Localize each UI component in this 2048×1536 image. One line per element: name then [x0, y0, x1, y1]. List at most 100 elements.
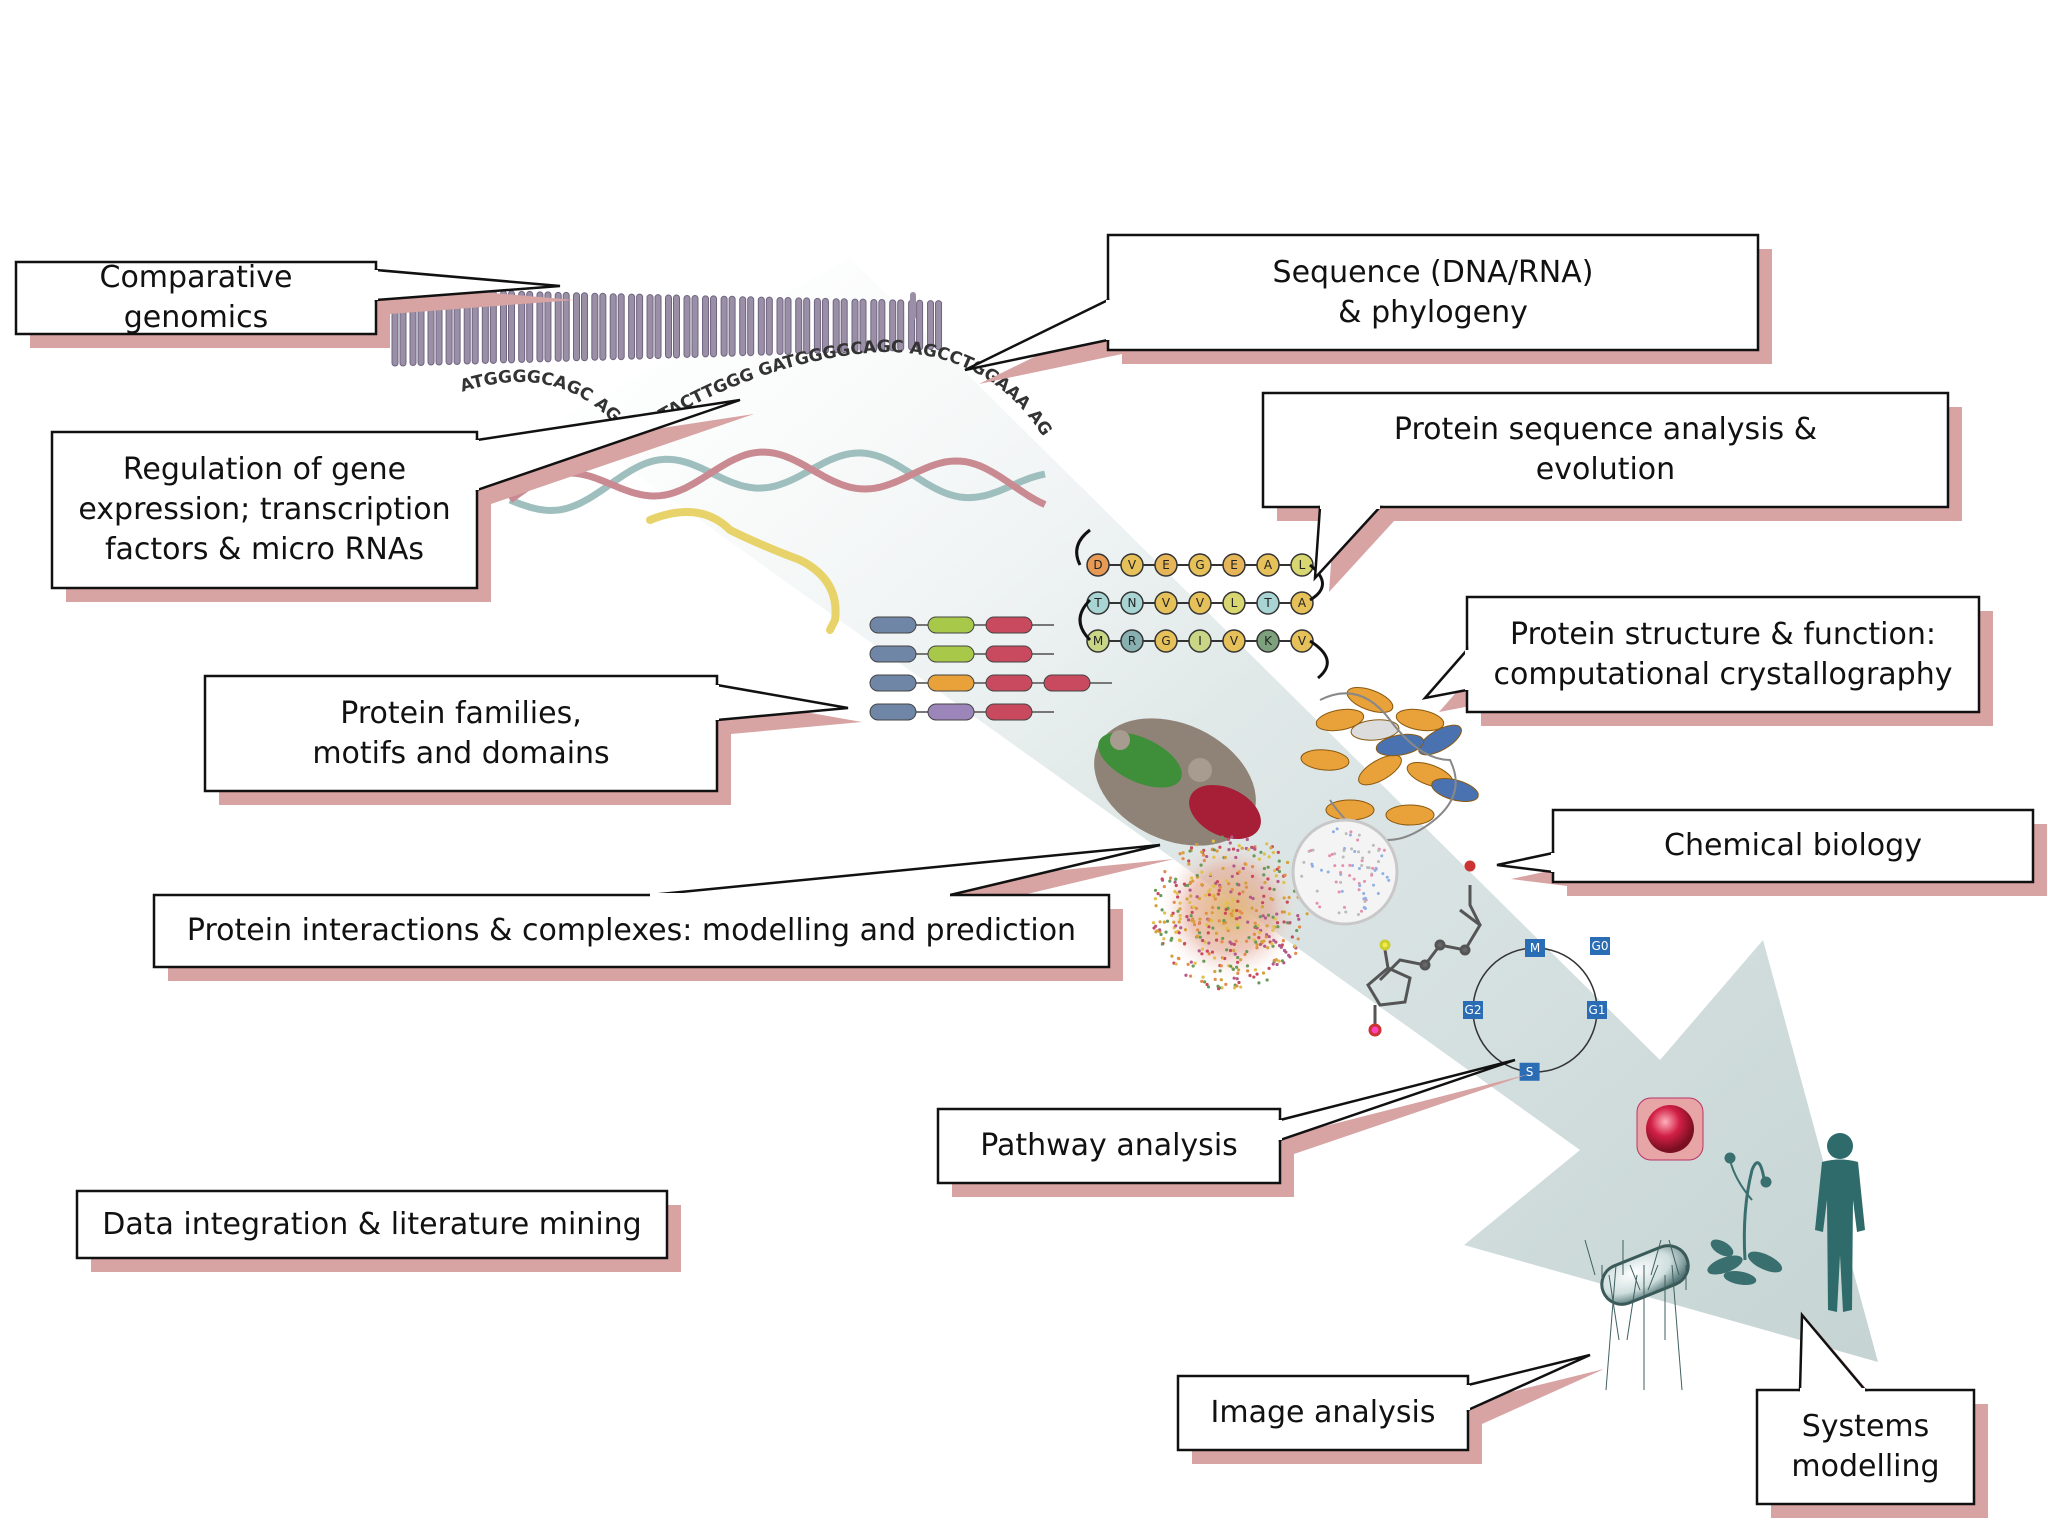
- svg-text:T: T: [1263, 596, 1272, 610]
- network-node: [1263, 916, 1268, 920]
- network-node: [1252, 932, 1257, 936]
- lattice-point: [1356, 838, 1360, 842]
- amino-acid-residue: T: [1256, 591, 1280, 615]
- network-node: [1217, 888, 1221, 893]
- dna-sequence-left: ATGGGGCAGC AGCCTGGAA: [0, 0, 633, 436]
- chromosome-bar: [628, 293, 636, 360]
- chromosome-bar: [851, 298, 859, 353]
- network-node: [1225, 948, 1229, 952]
- network-node: [1197, 949, 1201, 953]
- lattice-point: [1351, 863, 1355, 867]
- network-node: [1205, 982, 1209, 987]
- network-node: [1266, 913, 1271, 917]
- network-node: [1238, 915, 1242, 920]
- network-node: [1235, 923, 1239, 927]
- network-node: [1261, 971, 1266, 975]
- network-node: [1271, 915, 1275, 919]
- callout-data-integration: [75, 1189, 681, 1272]
- lattice-point: [1356, 912, 1360, 916]
- domain-segment: [1043, 674, 1091, 692]
- network-node: [1183, 928, 1188, 932]
- network-node: [1245, 964, 1250, 968]
- network-node: [1235, 908, 1239, 913]
- amino-acid-residue: N: [1120, 591, 1144, 615]
- label-chemical-biology: Chemical biology: [1553, 810, 2033, 882]
- chromosome-bar: [910, 292, 916, 320]
- network-node: [1253, 968, 1258, 972]
- network-node: [1244, 881, 1248, 885]
- network-node: [1182, 941, 1187, 946]
- lattice-point: [1357, 850, 1361, 854]
- network-node: [1160, 877, 1164, 881]
- amino-acid-residue: A: [1290, 591, 1314, 615]
- callout-protein-sequence: [1261, 391, 1962, 592]
- protein-ribbon-structure: [1300, 687, 1479, 841]
- callout-systems-modelling: [1755, 1311, 1988, 1518]
- network-node: [1226, 837, 1230, 841]
- network-node: [1153, 897, 1158, 901]
- network-node: [1154, 904, 1158, 908]
- chromosome-bar: [691, 294, 699, 358]
- svg-text:K: K: [1264, 634, 1273, 648]
- network-node: [1203, 940, 1207, 944]
- network-node: [1253, 921, 1257, 925]
- network-node: [1176, 909, 1180, 913]
- svg-text:I: I: [1198, 634, 1202, 648]
- amino-acid-residue: V: [1290, 629, 1314, 653]
- network-node: [1197, 896, 1202, 901]
- network-node: [1173, 890, 1177, 894]
- network-node: [1216, 987, 1221, 991]
- network-node: [1236, 968, 1241, 972]
- network-node: [1254, 908, 1258, 913]
- chromosome-bar: [573, 292, 580, 362]
- network-node: [1234, 939, 1238, 943]
- callout-chemical-biology: [1496, 808, 2047, 896]
- network-node: [1220, 835, 1224, 839]
- network-node: [1178, 939, 1182, 943]
- network-node: [1254, 940, 1258, 944]
- network-node: [1257, 935, 1261, 940]
- network-node: [1225, 901, 1229, 905]
- network-node: [1241, 866, 1245, 871]
- network-node: [1245, 939, 1249, 943]
- network-node: [1181, 851, 1185, 855]
- network-node: [1230, 874, 1234, 879]
- lattice-point: [1361, 856, 1365, 860]
- network-node: [1276, 850, 1280, 854]
- network-node: [1195, 934, 1200, 938]
- label-text: Protein interactions & complexes: modell…: [186, 913, 1077, 948]
- amino-acid-residue: I: [1188, 629, 1212, 653]
- domain-segment: [927, 674, 975, 692]
- network-node: [1200, 870, 1204, 874]
- lattice-point: [1363, 907, 1367, 911]
- chromosome-bar: [581, 292, 588, 362]
- network-node: [1190, 876, 1194, 880]
- label-text-line1: Protein structure & function:: [1510, 616, 1936, 652]
- lattice-point: [1339, 880, 1343, 884]
- lattice-point: [1315, 889, 1319, 893]
- label-text: Comparative genomics: [99, 260, 293, 335]
- network-node: [1232, 976, 1236, 980]
- network-node: [1237, 980, 1241, 985]
- amino-acid-residue: A: [1256, 553, 1280, 577]
- network-node: [1200, 979, 1204, 983]
- chromosome-bar: [617, 293, 625, 361]
- lattice-point: [1309, 849, 1313, 853]
- network-node: [1201, 975, 1205, 979]
- lattice-point: [1326, 870, 1330, 874]
- network-node: [1188, 974, 1193, 978]
- network-node: [1176, 895, 1180, 899]
- lattice-point: [1335, 827, 1339, 831]
- network-node: [1195, 873, 1199, 878]
- network-node: [1212, 956, 1217, 960]
- network-node: [1181, 857, 1185, 861]
- lattice-point: [1337, 911, 1341, 915]
- lattice-point: [1349, 830, 1353, 834]
- label-comparative-genomics: Comparative genomics: [16, 260, 376, 335]
- network-node: [1185, 915, 1189, 919]
- network-node: [1169, 938, 1173, 942]
- network-node: [1220, 956, 1225, 960]
- network-node: [1216, 906, 1221, 910]
- network-node: [1257, 981, 1261, 985]
